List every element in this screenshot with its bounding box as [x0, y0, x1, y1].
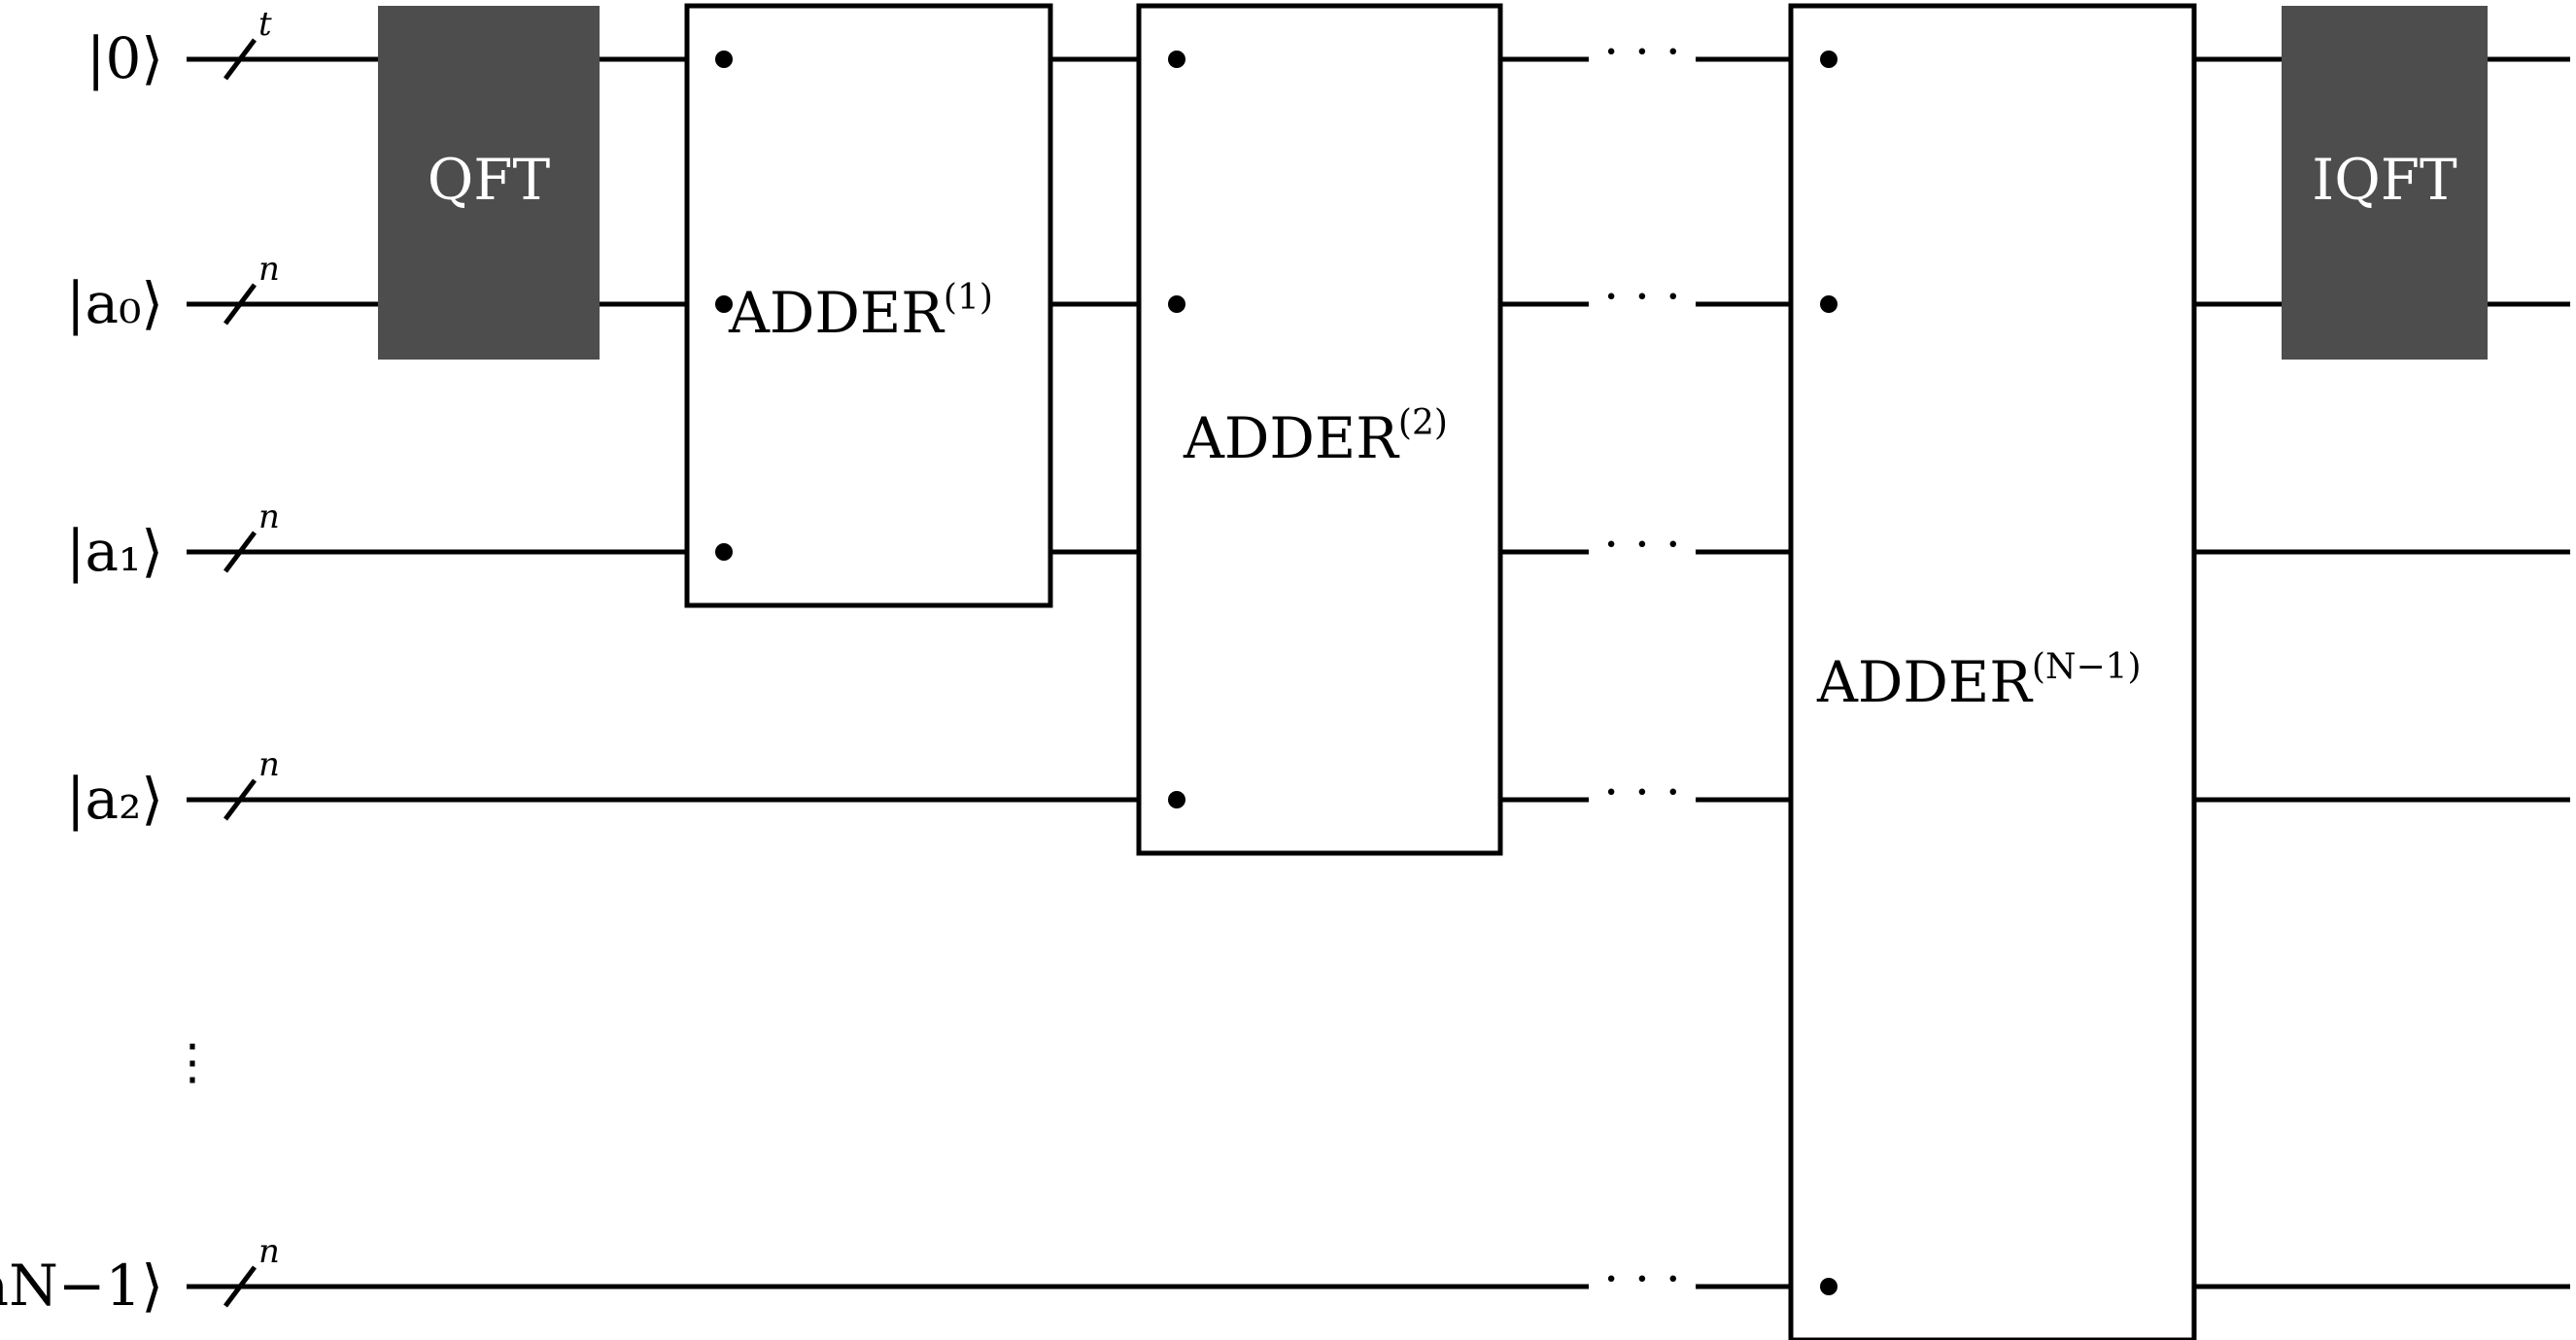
bus-width-1: n: [258, 250, 280, 289]
qubit-label-2: |a₁⟩: [66, 518, 163, 584]
vertical-ellipsis: ⋮: [168, 1034, 217, 1090]
control-dot: [1168, 791, 1185, 808]
adder-2-gate: ADDER(2): [1136, 3, 1503, 856]
control-dot: [1168, 295, 1185, 313]
adder-n-1-label: ADDER(N−1): [1816, 647, 2142, 715]
slash-3: [223, 778, 257, 821]
iqft-gate: IQFT: [2282, 6, 2488, 360]
control-dot: [1820, 1278, 1838, 1295]
adder-n-1-gate: ADDER(N−1): [1788, 3, 2197, 1340]
bus-slashes: [223, 38, 257, 1308]
ellipsis-wire-0: · · ·: [1603, 23, 1680, 80]
control-dot: [715, 51, 733, 68]
slash-0: [223, 38, 257, 81]
iqft-label: IQFT: [2312, 147, 2457, 213]
bus-width-3: n: [258, 745, 280, 784]
ellipsis-wire-3: · · ·: [1603, 764, 1680, 820]
ellipsis-wire-1: · · ·: [1603, 268, 1680, 325]
adder-1-label: ADDER(1): [728, 278, 993, 346]
qft-label: QFT: [428, 147, 551, 213]
bus-width-0: t: [258, 5, 272, 44]
qubit-label-0: |0⟩: [86, 25, 163, 91]
control-dot: [715, 295, 733, 313]
horizontal-ellipses: · · · · · · · · · · · · · · ·: [1590, 23, 1695, 1307]
control-dot: [1168, 51, 1185, 68]
qft-gate: QFT: [378, 6, 600, 360]
adder-2-label: ADDER(2): [1183, 403, 1448, 471]
control-dot: [715, 543, 733, 561]
qubit-label-3: |a₂⟩: [66, 766, 163, 832]
control-dot: [1820, 51, 1838, 68]
control-dot: [1820, 295, 1838, 313]
slash-1: [223, 283, 257, 326]
ellipsis-wire-2: · · ·: [1603, 516, 1680, 572]
slash-2: [223, 531, 257, 573]
adder-1-gate: ADDER(1): [684, 3, 1053, 608]
qubit-label-1: |a₀⟩: [66, 270, 163, 336]
bus-width-n-1: n: [258, 1232, 280, 1271]
qubit-label-n-1: |aN−1⟩: [0, 1253, 163, 1319]
slash-n-1: [223, 1265, 257, 1308]
bus-width-2: n: [258, 498, 280, 536]
ellipsis-wire-n-1: · · ·: [1603, 1251, 1680, 1307]
